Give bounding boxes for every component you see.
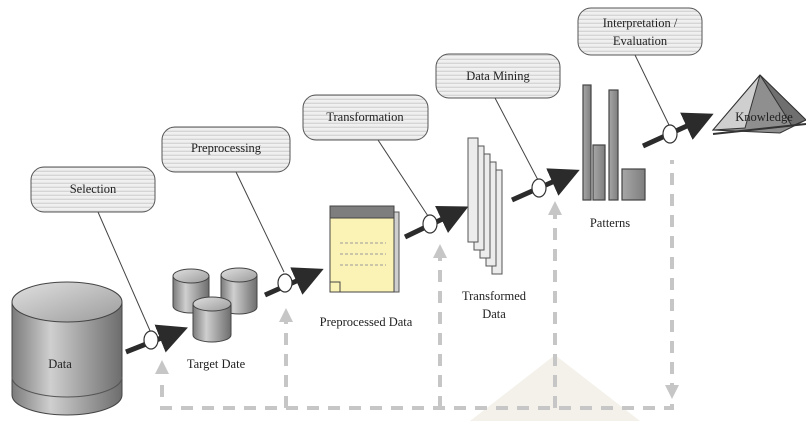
- target-cylinder-front: [192, 296, 232, 343]
- stage-connectors: [97, 54, 671, 334]
- knowledge-label: Knowledge: [735, 110, 793, 124]
- stage-selection: Selection: [30, 166, 156, 213]
- transformed-data-label-line2: Data: [482, 307, 506, 321]
- stage-preprocessing: Preprocessing: [161, 126, 291, 173]
- transformed-data-stack-icon: [467, 137, 503, 275]
- stage-interpretation-label-line2: Evaluation: [613, 34, 668, 48]
- transition-circles: [143, 124, 678, 350]
- feedback-loop: [160, 160, 674, 410]
- pattern-bar-3: [608, 89, 619, 201]
- stage-data-mining-label: Data Mining: [466, 69, 530, 83]
- pattern-bar-2: [592, 144, 606, 201]
- target-data-cylinders-icon: Target Date: [172, 267, 258, 371]
- preprocessed-data-notepad-icon: Preprocessed Data: [320, 205, 413, 329]
- patterns-bars-icon: [582, 84, 646, 201]
- patterns-label: Patterns: [590, 216, 630, 230]
- knowledge-pyramid-icon: Knowledge: [711, 74, 806, 135]
- stage-selection-label: Selection: [70, 182, 117, 196]
- stage-interpretation-label-line1: Interpretation /: [603, 16, 678, 30]
- transformed-data-label-line1: Transformed: [462, 289, 527, 303]
- feedback-arrowheads: [155, 201, 679, 399]
- stage-transformation-label: Transformation: [326, 110, 404, 124]
- stage-transformation: Transformation: [302, 94, 429, 141]
- pattern-bar-4: [621, 168, 646, 201]
- background-triangle: [470, 355, 640, 421]
- stage-preprocessing-label: Preprocessing: [191, 141, 262, 155]
- stage-interpretation: Interpretation / Evaluation: [577, 7, 703, 56]
- stage-data-mining: Data Mining: [435, 53, 561, 99]
- target-data-label: Target Date: [187, 357, 246, 371]
- pattern-bar-1: [582, 84, 592, 201]
- preprocessed-data-label: Preprocessed Data: [320, 315, 413, 329]
- data-cylinder-icon: Data: [11, 281, 123, 416]
- data-label: Data: [48, 357, 72, 371]
